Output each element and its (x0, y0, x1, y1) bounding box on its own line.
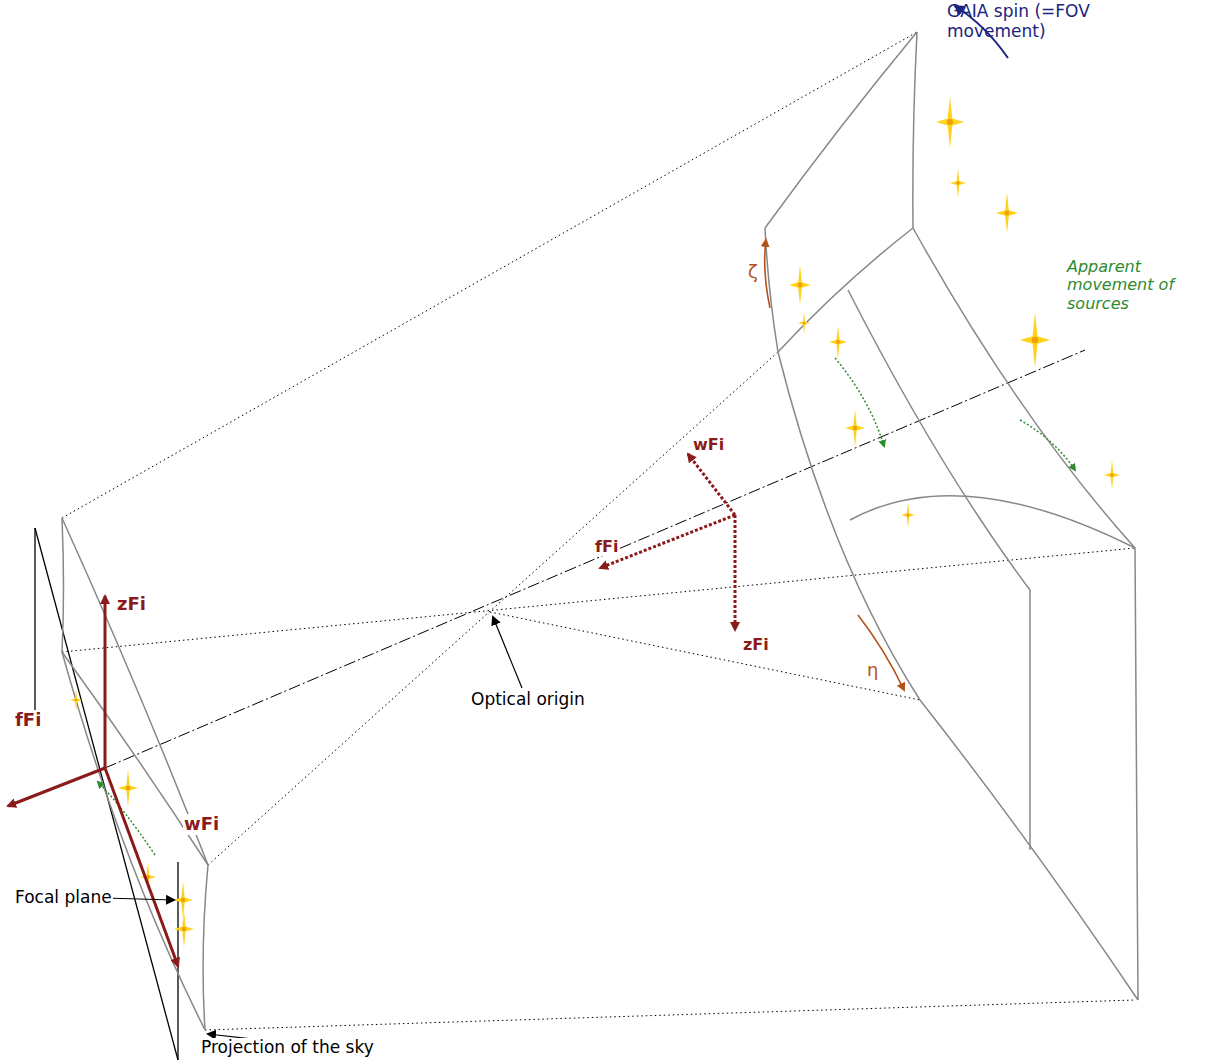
axis-label: wFi (692, 436, 725, 454)
axis-label: wFi (183, 814, 220, 835)
frame-axis (600, 454, 735, 630)
motion-note: Apparent movement of sources (1066, 258, 1208, 313)
part-label: Optical origin (470, 690, 586, 710)
sky-projection (62, 518, 208, 1030)
part-label: Projection of the sky (200, 1038, 375, 1058)
axis-label: fFi (14, 710, 42, 731)
part-label: Focal plane (14, 888, 113, 908)
frame-axis (8, 596, 178, 966)
angle-arrow (765, 240, 770, 308)
spin-note: GAIA spin (=FOV movement) (946, 2, 1108, 41)
angle-symbol: η (866, 660, 879, 681)
star (70, 96, 1120, 947)
angle-symbol: ζ (747, 262, 759, 283)
leader-line (104, 617, 522, 1040)
axis-label: zFi (116, 594, 147, 615)
motion-arrow (98, 358, 1075, 855)
axis-label: zFi (742, 636, 770, 654)
light-ray (62, 32, 1135, 1030)
sky-grid (765, 32, 1138, 1000)
optical-axis (105, 350, 1085, 768)
axis-label: fFi (594, 538, 619, 556)
angle-arrow (858, 615, 904, 690)
